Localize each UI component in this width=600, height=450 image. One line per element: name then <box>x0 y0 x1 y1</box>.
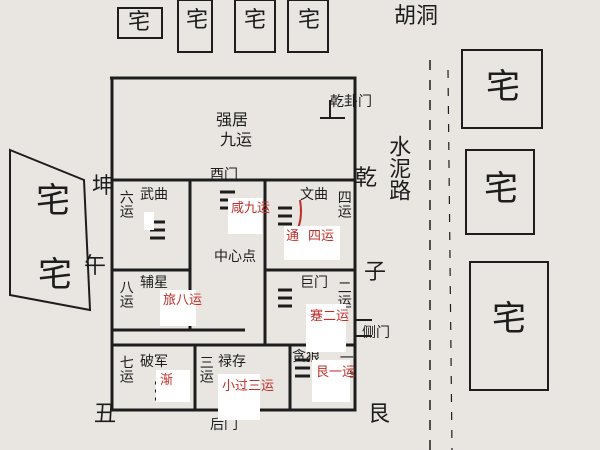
outer-wall <box>110 76 357 412</box>
direction-gen: 艮 <box>368 402 391 427</box>
top-house-label-4: 宅 <box>298 8 321 33</box>
room-top-left-prefix: 六运 <box>117 190 134 218</box>
top-house-1 <box>117 7 163 39</box>
label-jian: 蹇二运 <box>310 309 350 324</box>
top-house-3 <box>234 0 276 53</box>
right-house-label-1: 宅 <box>486 67 520 107</box>
label-jian2: 渐 <box>160 373 174 388</box>
room-top-left-name: 武曲 <box>140 187 168 203</box>
direction-kun: 坤 <box>92 174 115 199</box>
room-top-right-name: 文曲 <box>300 187 328 203</box>
label-xiaoguo: 小过三运 <box>222 379 275 394</box>
room-mid-right-prefix: 二运 <box>335 280 352 308</box>
label-lv: 旅八运 <box>163 293 203 308</box>
direction-wu: 午 <box>84 254 107 279</box>
left-house <box>9 148 92 312</box>
room-mid-left-prefix: 八运 <box>117 280 134 308</box>
back-gate-label: 后门 <box>210 417 238 433</box>
room-bottom-mid-name: 禄存 <box>218 354 246 370</box>
top-house-label-2: 宅 <box>186 8 209 33</box>
label-box-tong-si: 通 四运 <box>284 226 340 260</box>
main-hall-title: 强居 <box>216 110 249 129</box>
room-top-right-prefix: 四运 <box>335 190 352 218</box>
label-box-tan <box>144 212 154 230</box>
label-box-jian2: 渐 <box>156 370 190 402</box>
room-bottom-mid-prefix: 三运 <box>197 355 214 383</box>
direction-chou: 丑 <box>94 402 117 427</box>
label-gen1: 艮一运 <box>316 365 356 380</box>
qian-gate-label: 乾卦门 <box>330 94 372 110</box>
room-mid-right-name: 巨门 <box>300 275 328 291</box>
hutong-label: 胡洞 <box>394 4 439 29</box>
label-box-lv: 旅八运 <box>160 290 202 326</box>
right-house-2 <box>465 149 535 235</box>
center-label: 中心点 <box>214 249 256 265</box>
left-house-label-1: 宅 <box>36 181 70 221</box>
road-label: 水泥路 <box>385 135 411 201</box>
label-box-jian: 蹇二运 <box>306 304 350 352</box>
side-gate-label: 侧门 <box>362 325 390 341</box>
direction-zi: 子 <box>364 260 387 285</box>
label-tong: 通 <box>286 229 300 244</box>
label-xian: 咸九运 <box>231 201 271 216</box>
room-bottom-left-prefix: 七运 <box>117 355 134 383</box>
right-house-label-3: 宅 <box>492 299 526 339</box>
direction-qian: 乾 <box>355 166 378 191</box>
label-box-xian: 咸九运 <box>228 198 270 234</box>
right-house-label-2: 宅 <box>484 169 518 209</box>
label-box-xiaoguo: 小过三运 <box>218 374 274 420</box>
right-house-3 <box>469 261 549 391</box>
main-hall-subtitle: 九运 <box>220 130 253 149</box>
top-house-label-1: 宅 <box>128 10 151 35</box>
top-house-4 <box>287 0 329 53</box>
top-house-2 <box>177 0 213 53</box>
label-box-gen1: 艮一运 <box>312 360 355 402</box>
top-house-label-3: 宅 <box>244 8 267 33</box>
room-bottom-left-name: 破军 <box>140 354 168 370</box>
room-mid-left-name: 辅星 <box>140 275 168 291</box>
label-si: 四运 <box>308 229 335 244</box>
wu-gate-label: 酉门 <box>210 167 238 183</box>
right-house-1 <box>461 49 543 129</box>
left-house-label-2: 宅 <box>38 255 72 295</box>
